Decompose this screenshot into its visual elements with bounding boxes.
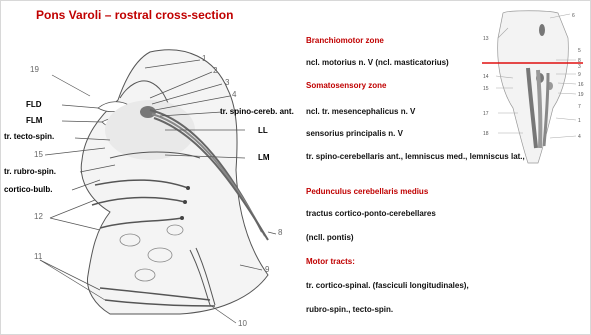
inset-number: 3 (578, 64, 581, 70)
somatosensory-heading: Somatosensory zone (306, 80, 506, 91)
label-cortico-bulbar: cortico-bulb. (4, 185, 52, 194)
diagram-number: 10 (238, 319, 247, 328)
peduncle-item-2: (ncll. pontis) (306, 232, 506, 243)
inset-nucleus (539, 24, 545, 36)
motor-tracts-item-2: rubro-spin., tecto-spin. (306, 304, 506, 315)
diagram-number: 1 (202, 54, 206, 63)
label-flm: FLM (26, 116, 42, 125)
peduncle-heading: Pedunculus cerebellaris medius (306, 186, 506, 197)
somatosensory-item-1: ncl. tr. mesencephalicus n. V (306, 106, 506, 117)
inset-number: 5 (578, 48, 581, 54)
inset-number: 6 (572, 13, 575, 19)
inset-number: 17 (483, 111, 489, 117)
diagram-number: 4 (232, 90, 236, 99)
label-lm: LM (258, 153, 270, 162)
inset-number: 18 (483, 131, 489, 137)
diagram-number: 11 (34, 252, 42, 261)
inset-outline (498, 11, 569, 163)
diagram-number: 3 (225, 78, 229, 87)
inset-number: 16 (578, 82, 584, 88)
inset-number: 19 (578, 92, 584, 98)
diagram-number: 12 (34, 212, 43, 221)
label-ll: LL (258, 126, 268, 135)
inset-number: 4 (578, 134, 581, 140)
fiber-dot (183, 200, 187, 204)
brainstem-inset-diagram: 6 8 9 13 14 15 16 17 18 19 1 4 5 7 3 (478, 8, 588, 168)
label-fld: FLD (26, 100, 42, 109)
peduncle-item-1: tractus cortico-ponto-cerebellares (306, 208, 506, 219)
label-tecto-spinal: tr. tecto-spin. (4, 132, 54, 141)
diagram-number: 9 (265, 265, 269, 274)
fiber-dot (180, 216, 184, 220)
label-spino-cerebellar: tr. spino-cereb. ant. (220, 107, 294, 116)
label-rubro-spinal: tr. rubro-spin. (4, 167, 56, 176)
motor-tracts-heading: Motor tracts: (306, 256, 506, 267)
diagram-number: 19 (30, 65, 39, 74)
inset-number: 13 (483, 36, 489, 42)
inset-number: 7 (578, 104, 581, 110)
somatosensory-item-2: sensorius principalis n. V (306, 128, 506, 139)
diagram-number: 8 (278, 228, 282, 237)
branchiomotor-item: ncl. motorius n. V (ncl. masticatorius) (306, 57, 506, 68)
fiber-dot (186, 186, 190, 190)
inset-tract (538, 70, 540, 148)
diagram-number: 15 (34, 150, 43, 159)
inset-number: 9 (578, 72, 581, 78)
branchiomotor-heading: Branchiomotor zone (306, 35, 506, 46)
inset-number: 14 (483, 74, 489, 80)
diagram-number: 2 (213, 66, 217, 75)
motor-tracts-item-1: tr. cortico-spinal. (fasciculi longitudi… (306, 280, 506, 291)
inset-number: 15 (483, 86, 489, 92)
inset-number: 1 (578, 118, 581, 124)
